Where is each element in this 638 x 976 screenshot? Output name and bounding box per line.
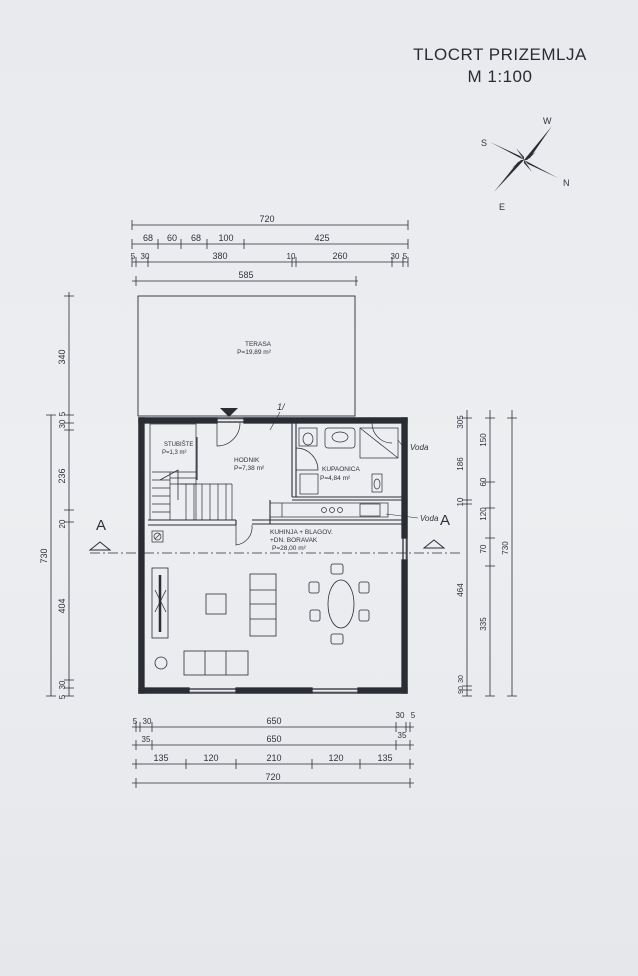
compass-n: N	[563, 178, 570, 188]
dim-top2-2: 30	[141, 252, 150, 261]
stairs-name: STUBIŠTE	[164, 441, 193, 448]
right-dimension-lines	[462, 410, 517, 697]
dim-top-2: 60	[167, 233, 177, 243]
hall-area: P=7,38 m²	[234, 465, 265, 472]
kitchen-counter	[269, 502, 389, 518]
dim-bottom3-5: 135	[377, 753, 392, 763]
dim-bottom-4: 30	[396, 711, 405, 720]
compass-e: E	[499, 202, 505, 212]
bath-area: P=4,84 m²	[320, 475, 351, 482]
dim-top-3: 68	[191, 233, 201, 243]
dim-right-5: 30	[458, 675, 465, 683]
dim-top2-3: 380	[212, 251, 227, 261]
bath-name: KUPAONICA	[322, 466, 360, 473]
exterior-walls	[138, 417, 408, 694]
dim-left-4: 236	[57, 468, 67, 483]
dim-bottom3-4: 120	[328, 753, 343, 763]
section-label-right: A	[440, 512, 450, 529]
section-marker-left-icon	[88, 541, 112, 551]
dim-right-total: 730	[501, 541, 510, 555]
dim-left-5: 20	[58, 519, 67, 528]
living-furniture	[151, 563, 370, 676]
hall-name: HODNIK	[234, 457, 260, 464]
dim-bottom2-3: 35	[398, 731, 407, 740]
kitchen-name-2: +DN. BORAVAK	[270, 537, 318, 544]
windows	[189, 418, 407, 693]
drawing-title: TLOCRT PRIZEMLJA M 1:100	[400, 44, 600, 88]
kitchen-area: P=28,00 m²	[272, 545, 307, 552]
dim-right-1: 305	[456, 415, 465, 429]
dim-left-8: 30	[58, 680, 67, 689]
dim-right-3: 10	[456, 497, 465, 506]
title-line-1: TLOCRT PRIZEMLJA	[413, 45, 587, 64]
terrace-outline	[137, 295, 356, 417]
dim-top2-4: 10	[287, 252, 296, 261]
terrace-area: P=19,89 m²	[237, 349, 272, 356]
title-scale: M 1:100	[467, 67, 533, 86]
dim-top-total: 720	[259, 214, 274, 224]
dim-right-4: 464	[456, 583, 465, 597]
dim-bottom-5: 5	[411, 711, 416, 720]
dim-right-mid-3: 120	[479, 507, 488, 521]
dim-top2-5: 260	[332, 251, 347, 261]
left-dimension-lines	[46, 292, 74, 697]
dim-right-mid-1: 150	[479, 433, 488, 447]
section-label-left: A	[96, 517, 106, 534]
dim-bottom2-1: 35	[142, 735, 151, 744]
dim-top-1: 68	[143, 233, 153, 243]
note-voda-1: Voda	[410, 443, 429, 452]
dim-bottom3-1: 135	[153, 753, 168, 763]
dim-right-mid-5: 335	[479, 617, 488, 631]
dim-right-mid-4: 70	[479, 544, 488, 553]
kitchen-name-1: KUHINJA + BLAGOV.	[270, 529, 333, 536]
dim-left-6: 404	[57, 598, 67, 613]
dim-left-7: 5	[58, 694, 67, 699]
dim-bottom-2: 30	[143, 717, 152, 726]
stairs-area: P=1,3 m²	[162, 450, 187, 456]
terrace-name: TERASA	[245, 341, 272, 348]
dim-bottom-1: 5	[133, 717, 138, 726]
note-leaders	[269, 411, 419, 519]
bottom-dimension-lines	[132, 722, 414, 788]
dim-right-mid-2: 60	[479, 477, 488, 486]
dim-left-2: 30	[58, 419, 67, 428]
staircase	[149, 423, 233, 521]
dim-top2-1: 5	[131, 252, 136, 261]
dim-top2-7: 5	[403, 252, 408, 261]
dim-bottom2-2: 650	[266, 734, 281, 744]
dim-left-1: 340	[57, 349, 67, 364]
section-marker-right-icon	[422, 539, 446, 549]
dim-bottom3-3: 210	[266, 753, 281, 763]
note-voda-2: Voda	[420, 514, 439, 523]
top-dimension-lines	[131, 220, 409, 286]
dim-top-5: 425	[314, 233, 329, 243]
compass-s: S	[481, 138, 487, 148]
dim-left-total: 730	[39, 548, 49, 563]
compass-w: W	[543, 116, 552, 126]
dim-bottom-3: 650	[266, 716, 281, 726]
doors	[216, 422, 393, 546]
dim-bottom3-2: 120	[203, 753, 218, 763]
dim-top-4: 100	[218, 233, 233, 243]
dim-right-2: 186	[456, 457, 465, 471]
note-mark: 1/	[277, 402, 286, 412]
bathroom-fixtures	[298, 427, 399, 495]
entrance-arrow-icon	[220, 408, 238, 417]
compass-icon	[490, 126, 558, 192]
stove-icon	[151, 530, 164, 543]
dim-terrace-width: 585	[238, 270, 253, 280]
dim-bottom-total: 720	[265, 772, 280, 782]
dim-top2-6: 30	[391, 252, 400, 261]
dim-left-3: 5	[58, 411, 67, 416]
dim-right-6: 90	[458, 686, 465, 694]
